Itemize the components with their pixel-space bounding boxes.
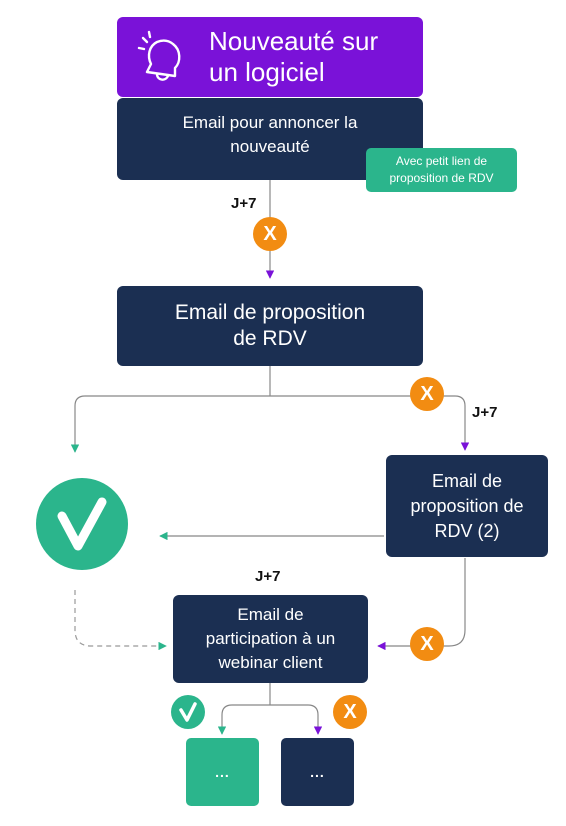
announce-note: Avec petit lien de proposition de RDV	[366, 148, 517, 192]
x-icon: X	[420, 382, 434, 405]
no-marker-4: X	[333, 695, 367, 729]
success-check	[36, 478, 128, 570]
x-icon: X	[263, 222, 277, 245]
header-title: Nouveauté sur un logiciel	[209, 26, 379, 87]
step-rdv-email-label: Email de proposition de RDV	[174, 301, 366, 350]
connector-rdv-no	[270, 395, 470, 451]
connector-check-webinar	[74, 590, 167, 651]
connector-webinar-no	[270, 704, 323, 735]
step-announce-email-label: Email pour annoncer la nouveauté	[182, 113, 358, 156]
x-icon: X	[343, 700, 357, 723]
step-rdv-email: Email de proposition de RDV	[117, 286, 423, 366]
step-rdv-email-2-label: Email de proposition de RDV (2)	[410, 470, 524, 541]
step-webinar-email: Email de participation à un webinar clie…	[173, 595, 368, 683]
delay-label-1: J+7	[231, 195, 257, 212]
no-marker-2: X	[410, 377, 444, 411]
announce-note-label: Avec petit lien de proposition de RDV	[389, 154, 494, 185]
no-marker-3: X	[410, 627, 444, 661]
yes-marker	[171, 695, 205, 729]
outcome-yes-label: ...	[215, 764, 230, 780]
header-banner: Nouveauté sur un logiciel	[117, 17, 423, 97]
connector-rdv-yes	[70, 395, 270, 453]
bell-icon	[135, 28, 193, 86]
step-rdv-email-2: Email de proposition de RDV (2)	[386, 455, 548, 557]
x-icon: X	[420, 632, 434, 655]
connector-webinar-yes	[217, 704, 270, 735]
outcome-yes: ...	[186, 738, 259, 806]
delay-label-2: J+7	[472, 404, 498, 421]
outcome-no-label: ...	[310, 764, 325, 780]
connector-rdv2-no	[377, 558, 466, 651]
step-webinar-email-label: Email de participation à un webinar clie…	[205, 605, 336, 672]
delay-label-3: J+7	[255, 568, 281, 585]
check-icon	[179, 702, 197, 722]
outcome-no: ...	[281, 738, 354, 806]
no-marker-1: X	[253, 217, 287, 251]
check-icon	[57, 497, 107, 551]
